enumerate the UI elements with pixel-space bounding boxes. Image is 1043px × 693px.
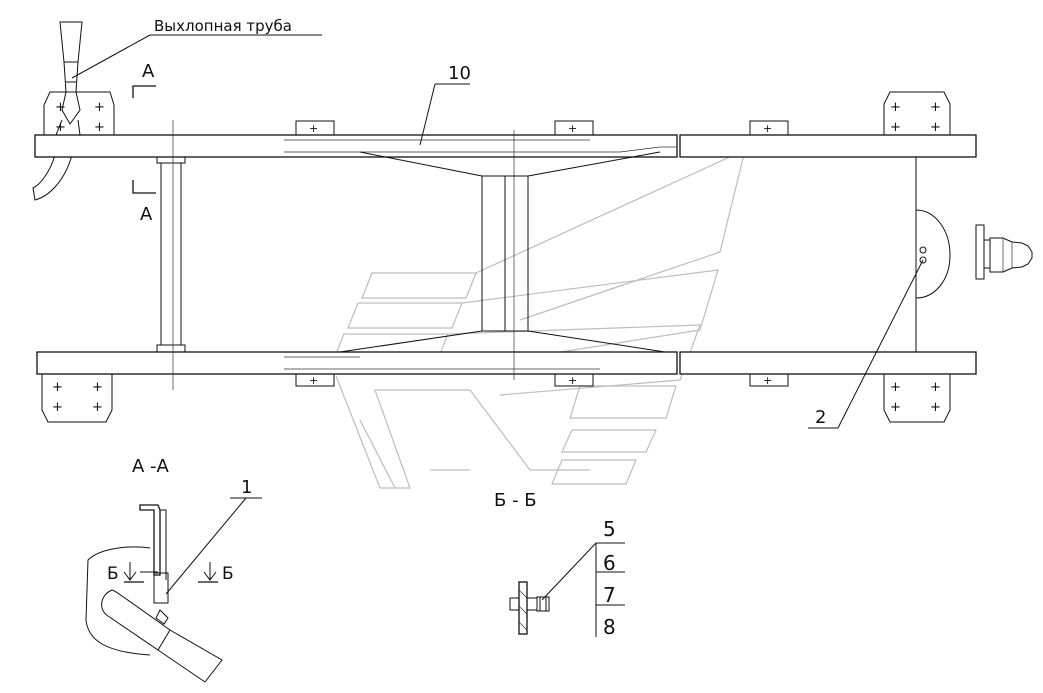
pads-top: + + + (295, 120, 789, 136)
svg-text:+: + (763, 374, 772, 387)
svg-text:+: + (568, 122, 577, 135)
svg-text:+: + (930, 400, 941, 415)
svg-text:+: + (52, 400, 63, 415)
callout-10: 10 (419, 63, 471, 146)
svg-text:+: + (930, 120, 941, 135)
bracket-bottom-right: + + + + (883, 374, 951, 423)
callout-8-label: 8 (603, 615, 616, 639)
watermark-logo (333, 148, 746, 489)
svg-text:+: + (92, 400, 103, 415)
svg-text:+: + (94, 100, 105, 115)
callout-5-label: 5 (603, 517, 616, 541)
cross-member-left (156, 120, 186, 390)
svg-text:+: + (309, 122, 318, 135)
svg-text:+: + (890, 400, 901, 415)
section-a-mark-top: А (132, 61, 156, 98)
svg-text:+: + (92, 380, 103, 395)
frame-beam-top (34, 134, 977, 158)
bracket-bottom-left: + + + + (41, 374, 113, 423)
frame-beam-bottom (36, 351, 977, 375)
pads-bottom: + + + (295, 373, 789, 387)
svg-text:+: + (52, 380, 63, 395)
bracket-top-left: + + + + (43, 91, 115, 135)
svg-text:+: + (890, 380, 901, 395)
callout-10-label: 10 (448, 63, 471, 84)
callout-1-label: 1 (241, 477, 252, 498)
section-b-label-left: Б (107, 564, 119, 584)
rear-end-assembly (915, 157, 1033, 352)
section-a-label-top: А (142, 61, 155, 82)
cross-member-center (339, 130, 666, 380)
callout-2: 2 (808, 259, 924, 429)
bracket-top-right: + + + + (883, 91, 951, 135)
callout-2-label: 2 (815, 407, 826, 428)
exhaust-pipe-callout: Выхлопная труба (71, 17, 322, 79)
callout-7-label: 7 (603, 583, 616, 607)
callout-6-label: 6 (603, 551, 616, 575)
svg-text:+: + (568, 374, 577, 387)
section-bb-detail: Б - Б 5 6 7 8 (494, 490, 625, 639)
svg-text:+: + (94, 120, 105, 135)
section-b-label-right: Б (222, 564, 234, 584)
section-aa-detail: А -А 1 Б Б (85, 456, 262, 683)
svg-text:+: + (55, 120, 66, 135)
section-bb-title: Б - Б (494, 490, 537, 511)
section-a-mark-bottom: А (132, 180, 156, 225)
svg-text:+: + (55, 100, 66, 115)
section-a-label-bottom: А (140, 204, 153, 225)
svg-text:+: + (890, 100, 901, 115)
svg-text:+: + (930, 100, 941, 115)
svg-text:+: + (930, 380, 941, 395)
svg-text:+: + (309, 374, 318, 387)
section-aa-title: А -А (132, 456, 170, 477)
svg-text:+: + (890, 120, 901, 135)
svg-text:+: + (763, 122, 772, 135)
exhaust-pipe-label: Выхлопная труба (154, 17, 292, 35)
